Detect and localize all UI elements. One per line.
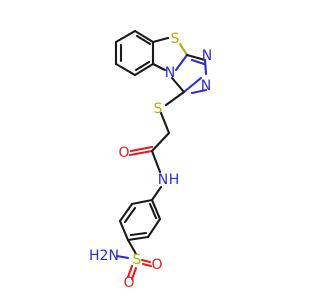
bond — [146, 217, 162, 239]
bond — [170, 76, 186, 94]
bond — [118, 219, 130, 242]
bond — [126, 235, 150, 242]
atom-labels: S N N N S O N H S O O H2N — [89, 31, 212, 291]
atom-s-ring: S — [171, 31, 180, 47]
bond — [151, 62, 167, 72]
molecule-structure: S N N N S O N H S O O H2N — [89, 29, 212, 291]
bond — [123, 206, 137, 224]
bond — [141, 262, 153, 268]
bond — [130, 266, 138, 281]
bond — [150, 198, 162, 221]
bond — [134, 60, 151, 72]
bond — [126, 238, 138, 256]
bond — [118, 202, 134, 223]
bond — [128, 149, 154, 157]
bond — [129, 145, 154, 153]
bond — [174, 53, 189, 72]
atom-n-nh2: H2N — [89, 248, 119, 264]
bond — [190, 58, 206, 66]
bond — [150, 185, 163, 202]
atom-h-amide: H — [169, 172, 180, 188]
bond — [150, 149, 162, 174]
bond — [159, 111, 171, 135]
bond — [148, 202, 158, 220]
bond — [114, 62, 137, 77]
bond — [130, 198, 154, 206]
atom-o-amide: O — [118, 145, 129, 161]
atom-n-ring: N — [165, 65, 175, 81]
bond — [129, 231, 148, 237]
bond — [190, 88, 208, 95]
bond — [126, 264, 134, 279]
bond — [203, 58, 208, 76]
bond — [182, 76, 203, 94]
bonds — [114, 29, 208, 281]
bond — [114, 29, 137, 44]
bond — [178, 42, 189, 57]
bond — [164, 90, 186, 107]
atom-o-sulfonyl-1: O — [151, 257, 162, 273]
bond — [133, 29, 155, 44]
atom-n-triazole-1: N — [202, 48, 212, 64]
bond — [140, 258, 152, 264]
atom-n-amide: N — [158, 172, 168, 188]
atom-s-sulfonyl: S — [133, 252, 142, 268]
bond — [135, 34, 152, 46]
atom-n-triazole-2: N — [201, 78, 211, 94]
bond — [185, 53, 207, 62]
bond — [150, 131, 171, 153]
atom-s-link: S — [154, 101, 163, 117]
bond — [151, 36, 170, 44]
bond — [133, 62, 155, 77]
atom-o-sulfonyl-2: O — [123, 275, 134, 291]
bond — [115, 254, 130, 260]
